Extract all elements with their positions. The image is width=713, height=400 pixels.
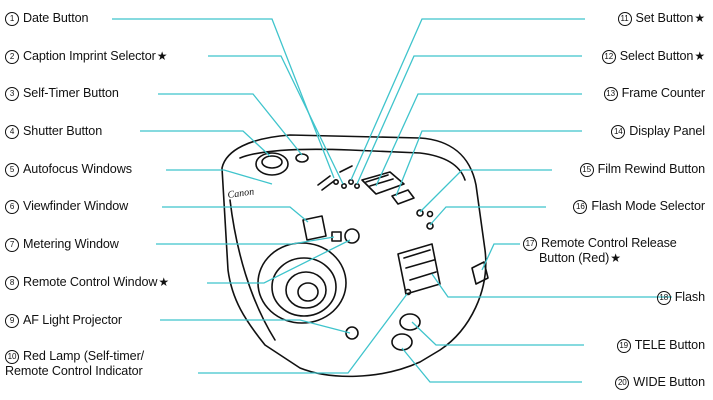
star-icon: ★	[158, 275, 170, 289]
remote-control-window	[344, 228, 360, 244]
metering-window	[331, 231, 342, 242]
film-rewind-button	[416, 209, 424, 217]
leader-lines	[112, 18, 672, 383]
strap-lug	[471, 261, 489, 285]
leader-2	[208, 55, 344, 185]
leader-15	[419, 169, 552, 213]
flash-window	[397, 243, 441, 295]
tele-button	[399, 313, 421, 331]
wide-button	[391, 333, 413, 351]
red-lamp	[404, 288, 412, 296]
flash-mode-selector	[426, 222, 434, 230]
camera-top-plate	[239, 148, 466, 181]
leader-8	[207, 239, 351, 284]
star-icon: ★	[694, 49, 705, 63]
shutter-button	[255, 152, 289, 176]
leader-7	[156, 236, 335, 245]
frame-counter	[391, 189, 415, 205]
star-icon: ★	[610, 251, 621, 265]
leader-5	[166, 169, 273, 185]
self-timer-button	[295, 153, 309, 163]
leader-10	[198, 293, 408, 374]
leader-16	[429, 206, 546, 226]
star-icon: ★	[694, 11, 705, 25]
lens	[285, 271, 327, 309]
lens-barrel	[257, 242, 347, 324]
af-light-projector	[345, 326, 359, 340]
leader-18	[431, 273, 672, 298]
viewfinder-window	[302, 215, 327, 241]
leader-1	[112, 18, 335, 179]
leader-13	[375, 93, 582, 187]
leader-6	[162, 206, 309, 223]
leader-3	[158, 93, 303, 156]
leader-17	[481, 243, 520, 271]
leader-9	[160, 319, 351, 334]
leader-19	[411, 321, 584, 346]
leader-4	[140, 130, 271, 157]
leader-12	[356, 55, 582, 185]
camera-body	[221, 134, 487, 378]
star-icon: ★	[156, 49, 168, 63]
leader-14	[395, 130, 582, 197]
leader-20	[401, 347, 582, 383]
leader-11	[350, 18, 585, 181]
camera-brand: Canon	[227, 186, 255, 201]
